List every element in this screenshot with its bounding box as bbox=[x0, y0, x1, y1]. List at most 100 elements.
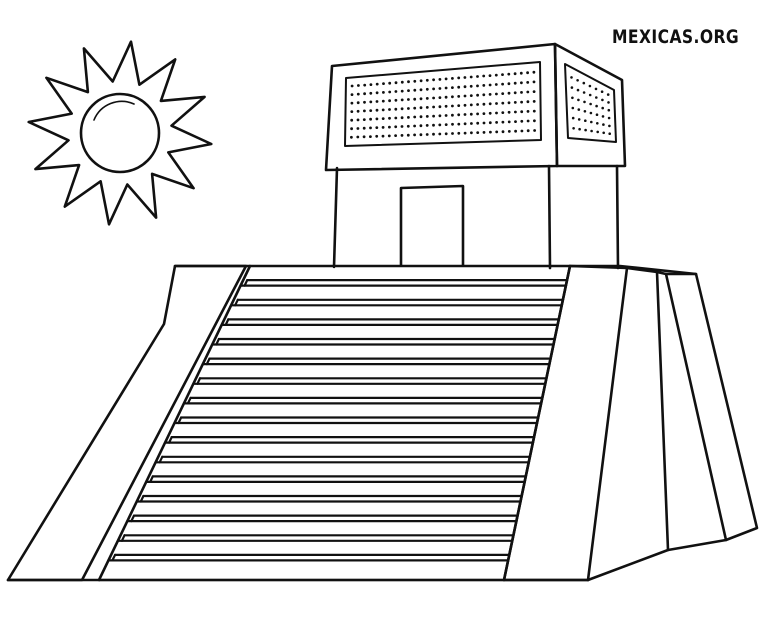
roof-panel-side bbox=[564, 63, 617, 143]
stair-notch bbox=[158, 455, 164, 464]
shrine-wall-right bbox=[615, 164, 620, 270]
roof-dot bbox=[362, 135, 366, 139]
roof-dot bbox=[576, 79, 579, 82]
roof-dot bbox=[394, 81, 398, 85]
roof-dot bbox=[520, 119, 524, 123]
roof-dot bbox=[495, 92, 498, 96]
roof-dot bbox=[476, 121, 480, 125]
roof-dot bbox=[363, 83, 367, 87]
roof-dot bbox=[514, 129, 517, 133]
stair-notch bbox=[168, 436, 173, 444]
roof-dot bbox=[590, 120, 593, 124]
roof-dot bbox=[482, 93, 486, 97]
roof-dot bbox=[495, 121, 498, 124]
roof-dot bbox=[369, 126, 372, 130]
roof-dot bbox=[463, 131, 467, 135]
roof-dot bbox=[381, 126, 385, 129]
roof-dot bbox=[532, 80, 536, 84]
roof-dot bbox=[394, 134, 397, 138]
roof-dot bbox=[476, 75, 479, 78]
roof-dot bbox=[400, 89, 404, 93]
roof-dot bbox=[425, 106, 429, 109]
roof-dot bbox=[457, 113, 461, 117]
roof-dot bbox=[532, 70, 536, 74]
roof-dot bbox=[482, 74, 486, 78]
roof-dot bbox=[438, 114, 442, 118]
roof-dot bbox=[482, 131, 486, 134]
roof-dot bbox=[369, 91, 373, 95]
roof-dot bbox=[601, 106, 604, 110]
roof-dot bbox=[583, 100, 586, 104]
roof-dot bbox=[381, 117, 385, 120]
roof-dot bbox=[375, 134, 379, 138]
roof-dot bbox=[514, 120, 517, 123]
roof-dot bbox=[444, 104, 448, 108]
roof-dot bbox=[413, 88, 417, 92]
roof-dot bbox=[571, 106, 575, 110]
roof-dot bbox=[584, 119, 587, 122]
roof-dot bbox=[375, 100, 379, 103]
roof-dot bbox=[406, 133, 410, 137]
stair-notch bbox=[215, 337, 220, 346]
side-face-2 bbox=[655, 270, 728, 542]
roof-dot bbox=[382, 82, 385, 85]
roof-dot bbox=[482, 112, 486, 115]
roof-dot bbox=[463, 103, 467, 107]
roof-dot bbox=[350, 127, 353, 131]
roof-dot bbox=[444, 95, 448, 99]
roof-dot bbox=[571, 96, 574, 100]
roof-dot bbox=[582, 81, 586, 85]
roof-dot bbox=[432, 132, 435, 136]
roof-dot bbox=[419, 115, 423, 119]
roof-dot bbox=[425, 78, 429, 82]
sun-center bbox=[79, 92, 161, 174]
roof-dot bbox=[425, 115, 429, 118]
roof-dot bbox=[501, 111, 505, 114]
roof-dot bbox=[457, 122, 461, 126]
roof-dot bbox=[501, 130, 505, 134]
roof-dot bbox=[451, 77, 454, 80]
roof-dot bbox=[388, 81, 392, 85]
roof-dot bbox=[394, 98, 398, 102]
roof-dot bbox=[608, 124, 611, 128]
roof-dot bbox=[413, 133, 416, 137]
roof-dot bbox=[419, 88, 423, 92]
roof-dot bbox=[350, 110, 354, 113]
roof-dot bbox=[494, 73, 498, 77]
roof-dot bbox=[526, 100, 530, 104]
roof-dot bbox=[513, 81, 517, 85]
site-watermark: MEXICAS.ORG bbox=[612, 26, 740, 48]
roof-dot bbox=[469, 112, 473, 116]
roof-dot bbox=[520, 110, 524, 114]
shrine bbox=[324, 42, 627, 270]
roof-dot bbox=[394, 125, 398, 129]
roof-dot bbox=[607, 108, 611, 112]
roof-dot bbox=[520, 129, 524, 133]
roof-dot bbox=[451, 104, 454, 108]
roof-dot bbox=[596, 130, 599, 134]
roof-dots-side bbox=[570, 76, 611, 135]
roof-dot bbox=[457, 104, 461, 107]
roof-dot bbox=[514, 110, 517, 114]
roof-dot bbox=[469, 103, 473, 107]
roof-dot bbox=[457, 85, 461, 89]
roof-dots-front bbox=[350, 70, 536, 139]
roof-dot bbox=[513, 91, 517, 95]
roof-dot bbox=[590, 129, 593, 133]
roof-dot bbox=[520, 81, 523, 85]
roof-dot bbox=[501, 82, 504, 86]
stair-steps bbox=[97, 279, 569, 582]
roof-dot bbox=[594, 87, 598, 91]
roof-dot bbox=[513, 101, 517, 104]
roof-dot bbox=[387, 134, 391, 138]
roof-dot bbox=[356, 101, 360, 105]
roof-dot bbox=[507, 91, 511, 95]
roof-dot bbox=[601, 98, 604, 102]
roof-dot bbox=[488, 74, 492, 77]
roof-dot bbox=[438, 78, 442, 81]
shrine-roof-side bbox=[553, 42, 627, 168]
roof-dot bbox=[363, 100, 366, 104]
roof-dot bbox=[482, 84, 486, 87]
roof-dot bbox=[350, 101, 354, 105]
